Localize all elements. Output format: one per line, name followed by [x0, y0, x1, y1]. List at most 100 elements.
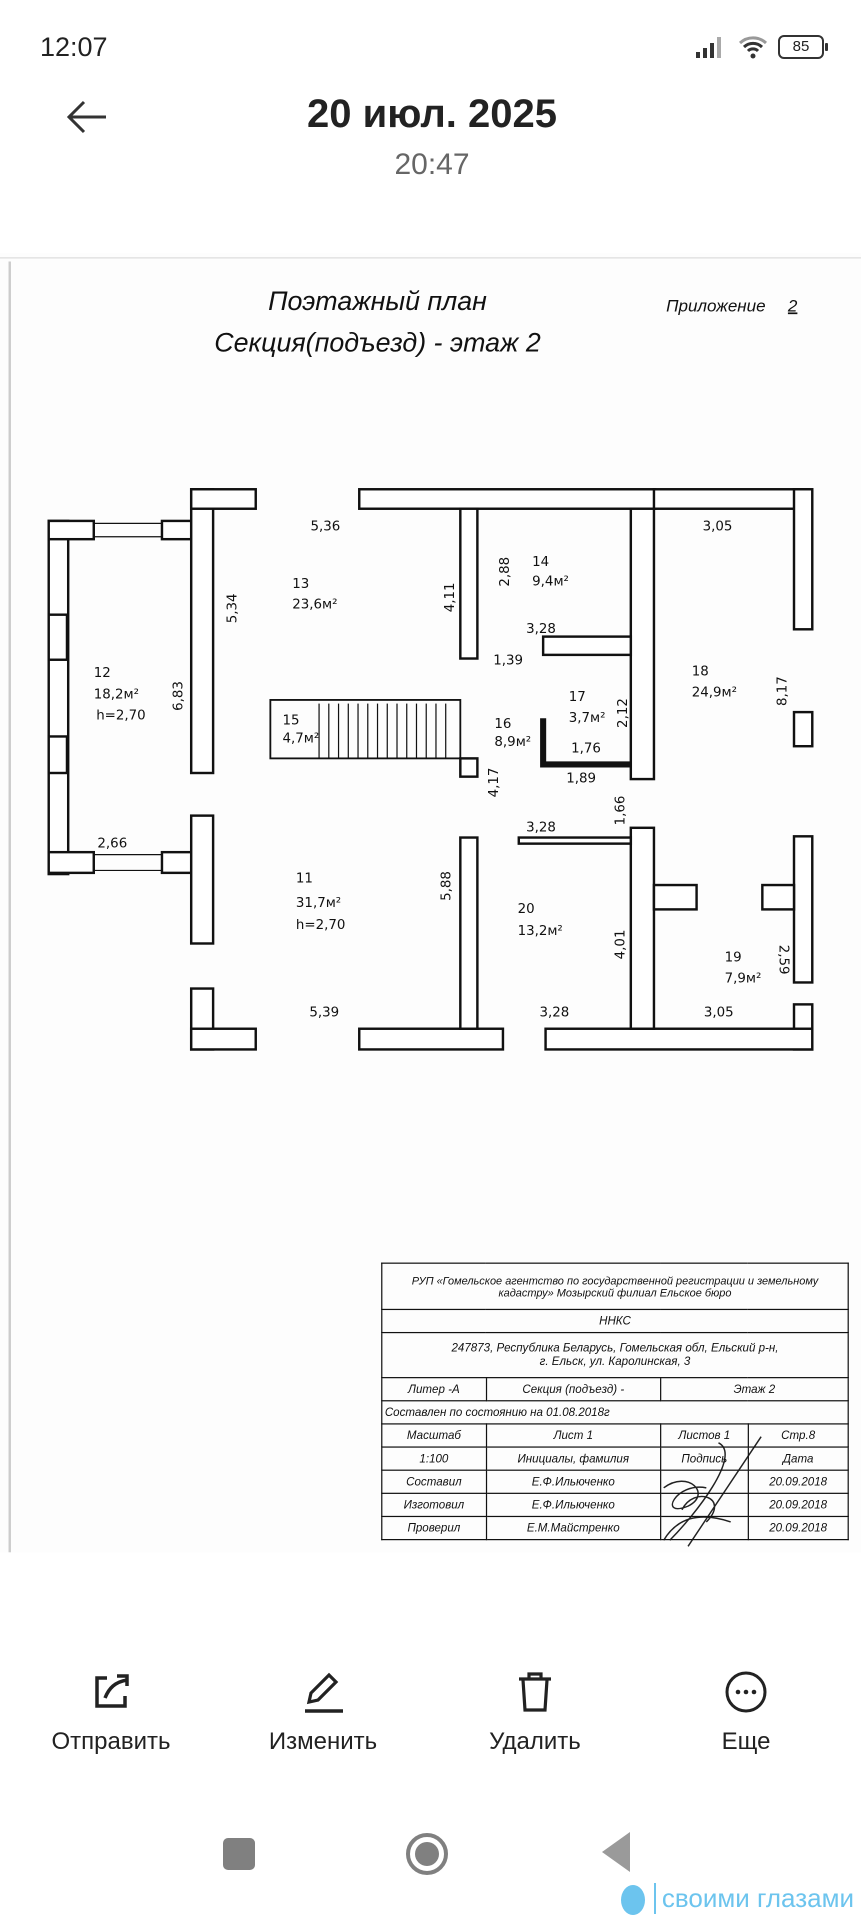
recents-button[interactable]	[223, 1838, 255, 1870]
title-block: РУП «Гомельское агентство по государстве…	[381, 1262, 849, 1541]
title-block-cell: ННКС	[381, 1308, 849, 1334]
plan-label: 4,7м²	[283, 732, 320, 747]
title-block-cell: Стр.8	[747, 1423, 849, 1448]
plan-label: 24,9м²	[692, 685, 737, 700]
plan-label: 5,36	[311, 520, 341, 535]
title-block-cell	[659, 1515, 749, 1541]
plan-label: 9,4м²	[532, 574, 569, 589]
plan-label: 7,9м²	[725, 971, 762, 986]
plan-label: 8,9м²	[494, 735, 531, 750]
plan-label: 3,28	[539, 1006, 569, 1021]
plan-label: h=2,70	[96, 708, 145, 723]
title-block-cell: Составлен по состоянию на 01.08.2018г	[381, 1400, 849, 1425]
title-block-cell: Проверил	[381, 1515, 487, 1541]
delete-button[interactable]: Удалить	[450, 1670, 620, 1756]
battery-icon: 85	[778, 35, 828, 59]
title-block-cell: Инициалы, фамилия	[485, 1446, 662, 1471]
plan-label: 1,89	[566, 772, 596, 787]
back-button[interactable]	[62, 92, 112, 142]
plan-label: 2,66	[97, 836, 127, 851]
title-block-cell: Изготовил	[381, 1492, 487, 1518]
plan-label: 5,39	[309, 1006, 339, 1021]
plan-label: 8,17	[776, 676, 791, 706]
appendix-label: Приложение	[666, 296, 766, 315]
plan-label: 4,01	[614, 930, 629, 960]
plan-label: 16	[494, 717, 511, 732]
title-block-cell: 1:100	[381, 1446, 487, 1471]
plan-label: 4,11	[443, 582, 458, 612]
signal-icon	[696, 37, 721, 58]
title-block-cell: Составил	[381, 1469, 487, 1494]
more-icon	[725, 1671, 767, 1713]
title-block-cell: Е.Ф.Ильюченко	[485, 1492, 662, 1518]
plan-label: 2,12	[616, 698, 631, 728]
trash-icon	[519, 1672, 551, 1712]
plan-label: h=2,70	[296, 918, 345, 933]
plan-label: 1,39	[493, 654, 523, 669]
plan-label: 11	[296, 872, 313, 887]
status-time: 12:07	[40, 32, 108, 62]
title-block-cell: Е.М.Майстренко	[485, 1515, 662, 1541]
title-block-cell: Лист 1	[485, 1423, 662, 1448]
page-subtitle: 20:47	[394, 148, 470, 181]
plan-label: 14	[532, 555, 549, 570]
plan-label: 3,28	[526, 820, 556, 835]
plan-label: 13	[292, 577, 309, 592]
bottom-toolbar: Отправить Изменить Удалить Еще	[0, 1670, 864, 1780]
pencil-icon	[305, 1672, 343, 1713]
plan-label: 1,66	[614, 796, 629, 826]
document-image: Поэтажный план Секция(подъезд) - этаж 2 …	[0, 253, 861, 1553]
title-block-cell: 247873, Республика Беларусь, Гомельская …	[381, 1331, 849, 1379]
dimension-labels: 5,36 5,34 4,11 6,83 2,88 3,28 1,39 3,05 …	[97, 520, 790, 1021]
plan-label: 3,28	[526, 622, 556, 637]
plan-label: 5,34	[225, 593, 240, 623]
plan-label: 3,05	[704, 1006, 734, 1021]
appendix-number: 2	[787, 296, 798, 315]
title-block-cell: Е.Ф.Ильюченко	[485, 1469, 662, 1494]
share-button[interactable]: Отправить	[26, 1670, 196, 1756]
title-block-cell: Дата	[747, 1446, 849, 1471]
plan-label: 23,6м²	[292, 598, 337, 613]
plan-label: 2,59	[775, 945, 790, 975]
plan-label: 18	[692, 665, 709, 680]
title-block-cell	[659, 1469, 749, 1494]
share-icon	[95, 1674, 129, 1708]
plan-title: Поэтажный план	[268, 286, 487, 316]
title-block-cell: РУП «Гомельское агентство по государстве…	[381, 1262, 849, 1311]
title-block-cell: Масштаб	[381, 1423, 487, 1448]
plan-label: 12	[94, 666, 111, 681]
plan-label: 17	[569, 690, 586, 705]
title-block-cell: Подпись	[659, 1446, 749, 1471]
plan-label: 5,88	[440, 871, 455, 901]
walls	[47, 488, 814, 1051]
plan-label: 13,2м²	[518, 924, 563, 939]
floor-plan: Поэтажный план Секция(подъезд) - этаж 2 …	[0, 257, 861, 1553]
plan-label: 1,76	[571, 741, 601, 756]
title-block-cell: Листов 1	[659, 1423, 749, 1448]
plan-label: 31,7м²	[296, 896, 341, 911]
plan-label: 3,7м²	[569, 711, 606, 726]
plan-label: 18,2м²	[94, 688, 139, 703]
edit-button[interactable]: Изменить	[238, 1670, 408, 1756]
watermark: своими глазами	[620, 1880, 854, 1916]
status-icons: 85	[694, 34, 828, 60]
page-title: 20 июл. 2025	[307, 92, 557, 136]
title-block-cell	[659, 1492, 749, 1518]
title-block-cell: Секция (подъезд) -	[485, 1377, 662, 1402]
title-block-cell: 20.09.2018	[747, 1492, 849, 1518]
plan-subtitle: Секция(подъезд) - этаж 2	[214, 328, 541, 358]
plan-label: 3,05	[703, 520, 733, 535]
title-block-cell: 20.09.2018	[747, 1469, 849, 1494]
more-button[interactable]: Еще	[661, 1670, 831, 1756]
plan-label: 2,88	[498, 557, 513, 587]
wifi-icon	[738, 36, 768, 59]
home-button[interactable]	[405, 1832, 449, 1876]
title-block-cell: Литер -А	[381, 1377, 487, 1402]
title-block-cell: Этаж 2	[659, 1377, 849, 1402]
back-nav-button[interactable]	[600, 1830, 632, 1874]
plan-label: 19	[725, 951, 742, 966]
plan-label: 6,83	[172, 681, 187, 711]
plan-label: 20	[518, 902, 535, 917]
watermark-logo-icon	[620, 1885, 645, 1915]
